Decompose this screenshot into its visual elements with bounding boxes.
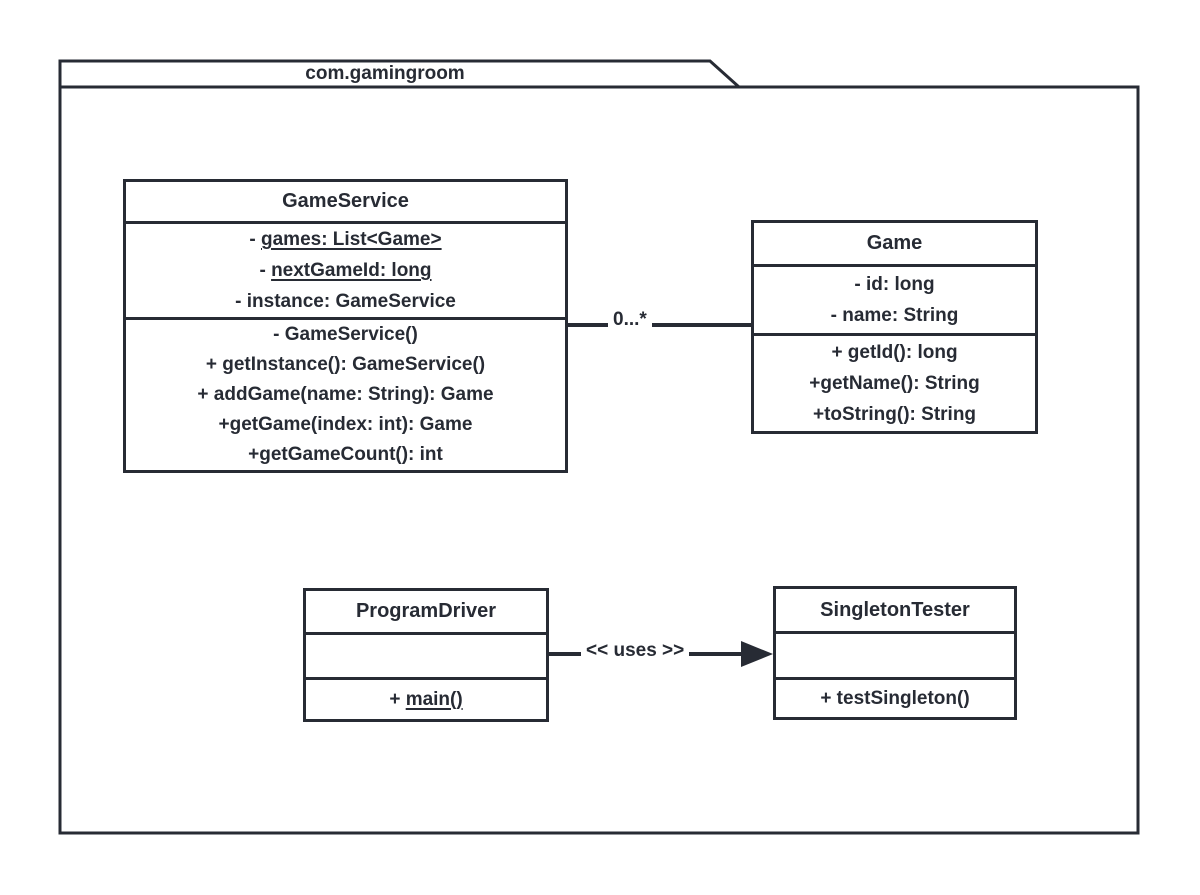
uses-stereotype-label: << uses >> [581, 640, 690, 662]
attribute-line: - id: long [854, 274, 935, 295]
method-line: + getInstance(): GameService() [205, 354, 486, 375]
attribute-line: - name: String [830, 305, 959, 326]
class-title: ProgramDriver [355, 600, 497, 622]
method-line: + addGame(name: String): Game [197, 384, 494, 405]
class-title: GameService [282, 190, 409, 212]
multiplicity-label: 0...* [608, 309, 652, 331]
method-line: - GameService() [273, 324, 418, 345]
attributes-section-empty [776, 631, 1014, 677]
method-line: +getName(): String [809, 373, 980, 394]
attribute-line: - games: List<Game> [249, 229, 442, 250]
methods-section: + main() [306, 677, 546, 719]
methods-section: + getId(): long +getName(): String +toSt… [754, 333, 1035, 431]
method-line: +toString(): String [812, 404, 977, 425]
method-line: +getGame(index: int): Game [218, 414, 473, 435]
attributes-section: - games: List<Game> - nextGameId: long -… [126, 221, 565, 317]
method-line: + testSingleton() [820, 687, 970, 709]
attribute-line: - nextGameId: long [259, 260, 432, 281]
class-box-game: Game - id: long - name: String + getId()… [751, 220, 1038, 434]
methods-section: - GameService() + getInstance(): GameSer… [126, 317, 565, 470]
class-title: SingletonTester [820, 598, 970, 621]
class-box-programdriver: ProgramDriver + main() [303, 588, 549, 722]
class-box-gameservice: GameService - games: List<Game> - nextGa… [123, 179, 568, 473]
attributes-section: - id: long - name: String [754, 264, 1035, 333]
package-name-label: com.gamingroom [305, 62, 465, 84]
methods-section: + testSingleton() [776, 677, 1014, 717]
method-line: + getId(): long [831, 342, 958, 363]
class-title: Game [866, 232, 923, 254]
method-line: +getGameCount(): int [248, 444, 443, 465]
attributes-section-empty [306, 632, 546, 677]
method-line: + main() [389, 688, 463, 710]
uses-arrowhead-icon [741, 641, 773, 667]
class-box-singletontester: SingletonTester + testSingleton() [773, 586, 1017, 720]
attribute-line: - instance: GameService [235, 291, 456, 312]
